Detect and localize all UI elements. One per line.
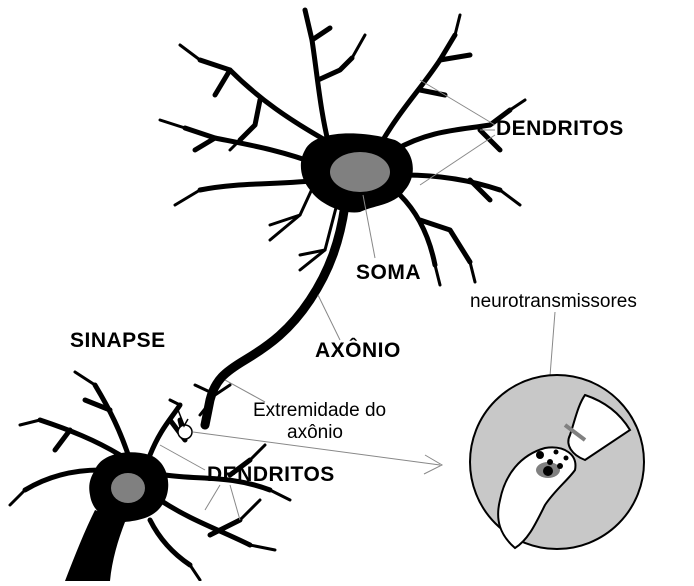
label-sinapse: SINAPSE: [70, 330, 166, 351]
synapse-marker: [178, 425, 192, 439]
label-soma: SOMA: [356, 262, 421, 283]
lower-nucleus: [111, 473, 145, 503]
label-axonio: AXÔNIO: [315, 340, 401, 361]
label-dendritos-top: DENDRITOS: [496, 118, 624, 139]
upper-neuron: [160, 10, 525, 425]
upper-axon: [205, 205, 345, 425]
label-dendritos-bottom: DENDRITOS: [207, 464, 335, 485]
label-extremidade-line1: Extremidade do: [253, 401, 386, 420]
label-neurotransmissores: neurotransmissores: [470, 292, 637, 311]
label-extremidade-line2: axônio: [287, 423, 343, 442]
upper-nucleus: [330, 152, 390, 192]
lower-axon-hillock: [65, 510, 125, 581]
synapse-zoom: [470, 375, 644, 549]
